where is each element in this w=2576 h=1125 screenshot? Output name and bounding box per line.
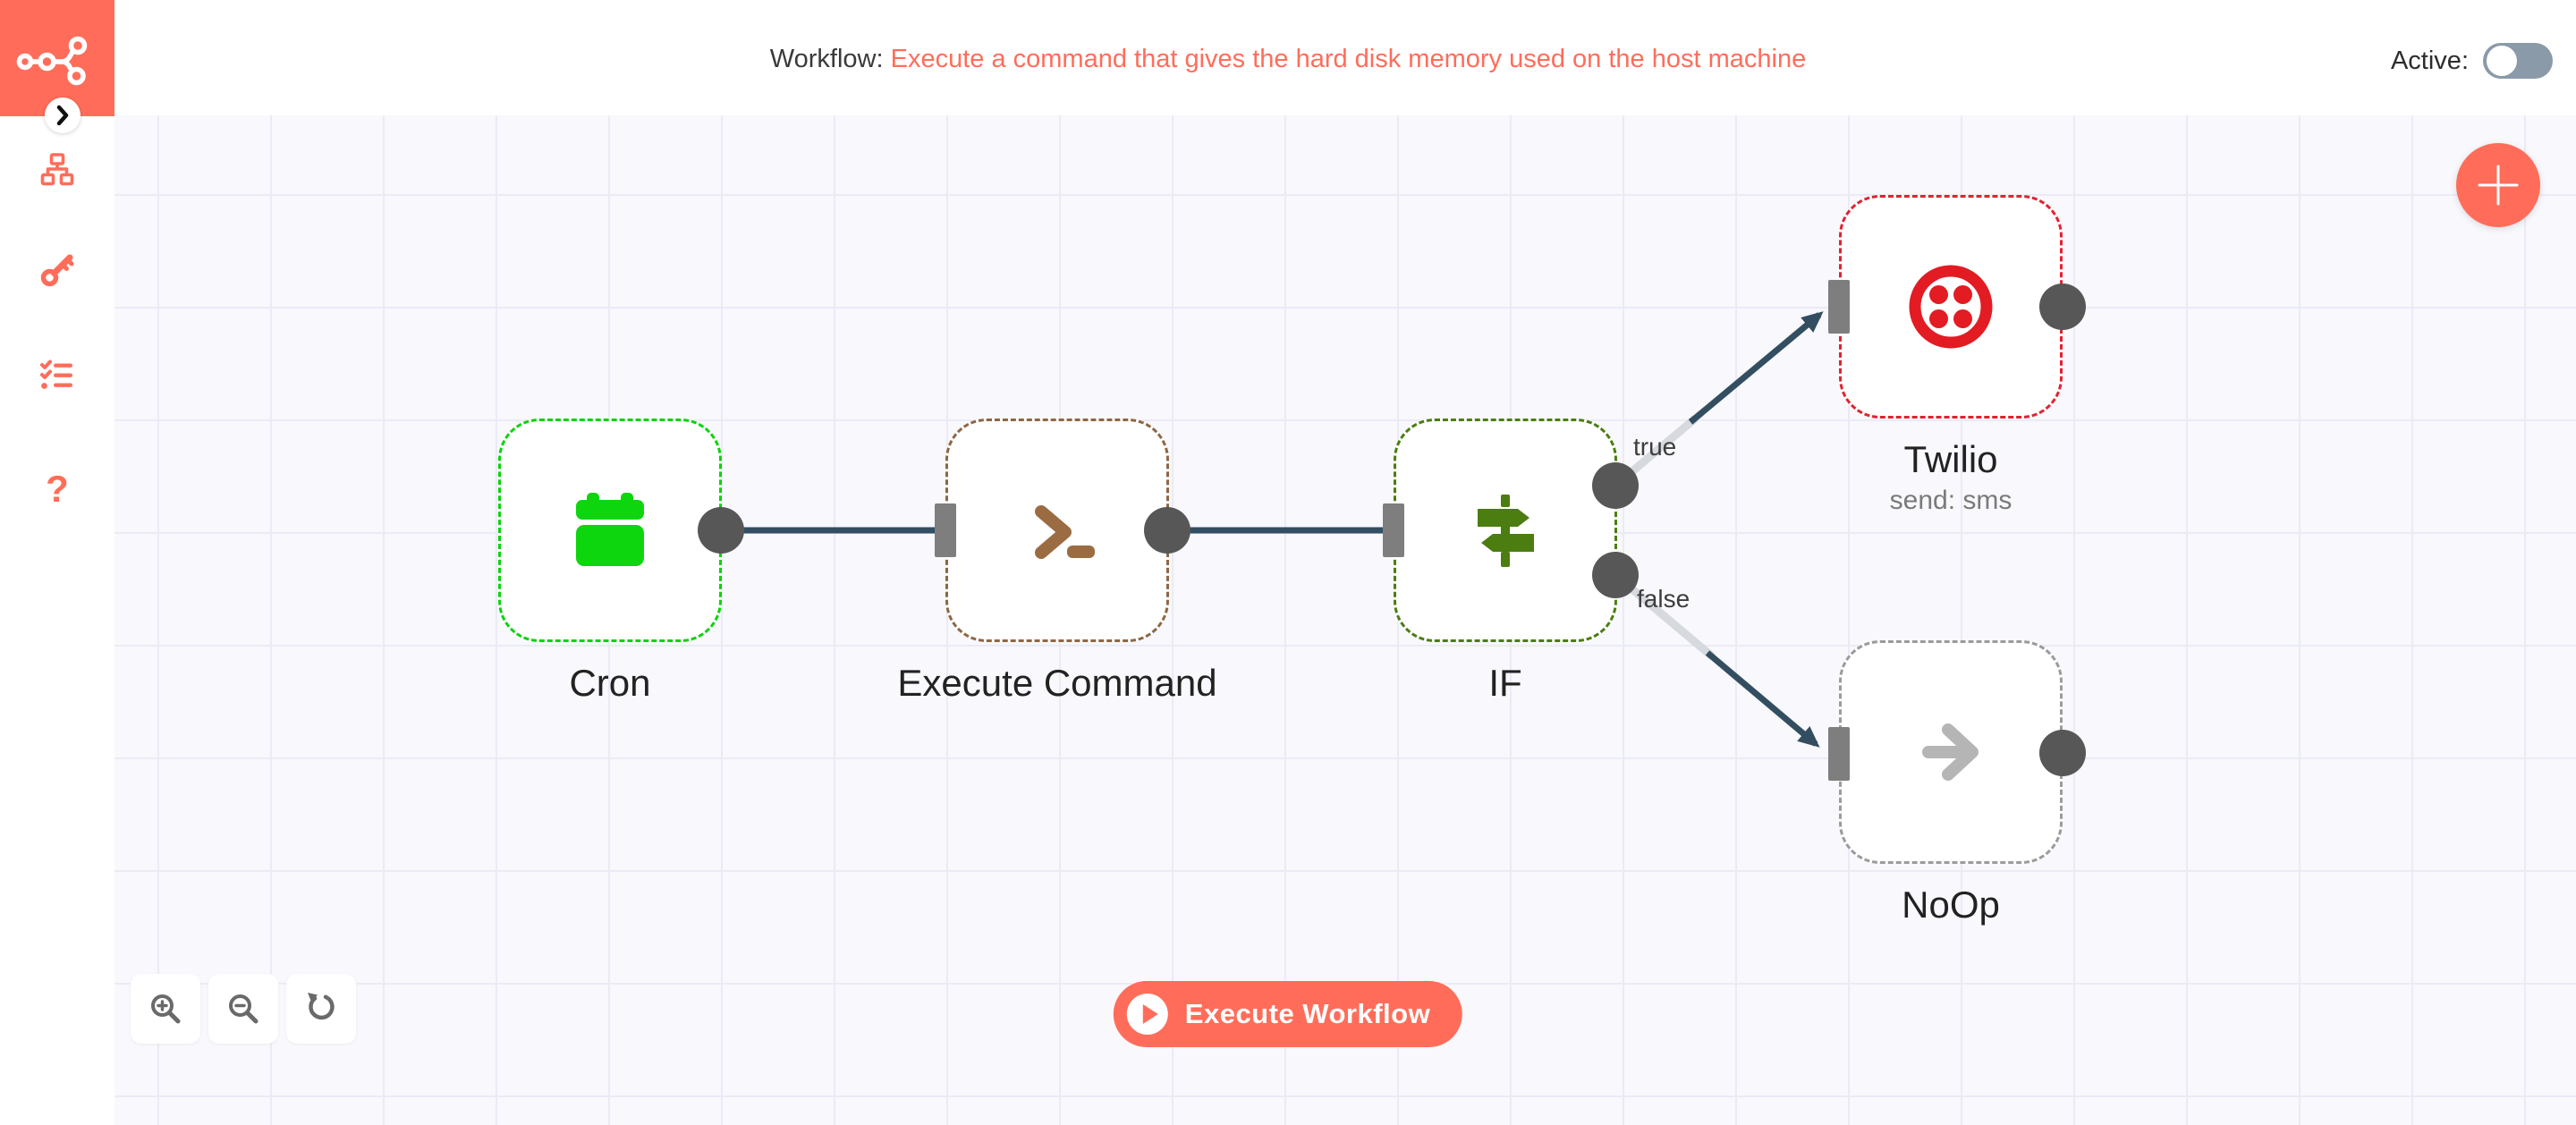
zoom-out-icon — [229, 994, 258, 1024]
node-cron[interactable]: Cron — [498, 419, 722, 704]
node-noop-box[interactable] — [1839, 640, 2063, 864]
toggle-knob — [2487, 46, 2517, 76]
zoom-controls — [131, 974, 356, 1044]
active-toggle[interactable] — [2483, 43, 2553, 79]
terminal-icon — [1035, 505, 1095, 559]
execute-workflow-button[interactable]: Execute Workflow — [1113, 981, 1463, 1047]
workflow-title-text[interactable]: Execute a command that gives the hard di… — [890, 45, 1807, 73]
node-label: NoOp — [1902, 884, 2000, 926]
active-toggle-group: Active: — [2391, 43, 2553, 79]
twilio-icon — [1909, 265, 1993, 349]
n8n-logo[interactable] — [0, 0, 114, 116]
node-execute-command-box[interactable] — [945, 419, 1169, 642]
node-label: Twilio — [1903, 438, 1998, 480]
calendar-icon — [576, 493, 644, 566]
node-twilio[interactable]: Twilio send: sms — [1839, 195, 2063, 515]
play-icon — [1126, 994, 1168, 1035]
sidebar-item-workflows[interactable] — [39, 152, 75, 188]
help-icon: ? — [46, 468, 69, 510]
sidebar-item-credentials[interactable] — [39, 252, 75, 288]
node-subtitle: send: sms — [1889, 486, 2012, 515]
workflows-icon — [40, 153, 74, 186]
active-label: Active: — [2390, 46, 2469, 75]
plus-icon — [2478, 165, 2519, 206]
zoom-in-icon — [151, 994, 181, 1024]
chevron-right-icon — [56, 105, 69, 126]
add-node-button[interactable] — [2456, 143, 2540, 227]
node-label: Cron — [569, 662, 651, 704]
workflow-title-label: Workflow: — [769, 45, 884, 73]
node-label: IF — [1488, 662, 1522, 704]
node-if[interactable]: IF — [1394, 419, 1617, 704]
header-bar: Workflow: Execute a command that gives t… — [0, 0, 2576, 115]
sidebar-collapse-button[interactable] — [45, 97, 80, 133]
connection-label-false: false — [1637, 585, 1690, 613]
sidebar-item-help[interactable]: ? — [39, 468, 75, 510]
node-label: Execute Command — [897, 662, 1217, 704]
signpost-icon — [1478, 495, 1534, 567]
node-noop[interactable]: NoOp — [1839, 640, 2063, 926]
workflow-title: Workflow: Execute a command that gives t… — [0, 45, 2576, 74]
zoom-in-button[interactable] — [131, 974, 200, 1044]
workflow-canvas[interactable] — [114, 115, 2576, 1125]
zoom-out-button[interactable] — [208, 974, 278, 1044]
node-cron-box[interactable] — [498, 419, 722, 642]
node-twilio-box[interactable] — [1839, 195, 2063, 419]
connection-label-true: true — [1633, 433, 1677, 461]
executions-icon — [40, 359, 72, 389]
reset-zoom-button[interactable] — [286, 974, 356, 1044]
node-if-box[interactable] — [1394, 419, 1617, 642]
execute-workflow-label: Execute Workflow — [1184, 998, 1431, 1029]
sidebar-item-executions[interactable] — [39, 359, 75, 394]
n8n-logo-icon — [16, 36, 88, 86]
node-execute-command[interactable]: Execute Command — [897, 419, 1217, 704]
reset-zoom-icon — [308, 993, 335, 1020]
sidebar: ? — [0, 0, 114, 1125]
arrow-right-icon — [1922, 723, 1979, 781]
credentials-icon — [40, 254, 74, 287]
